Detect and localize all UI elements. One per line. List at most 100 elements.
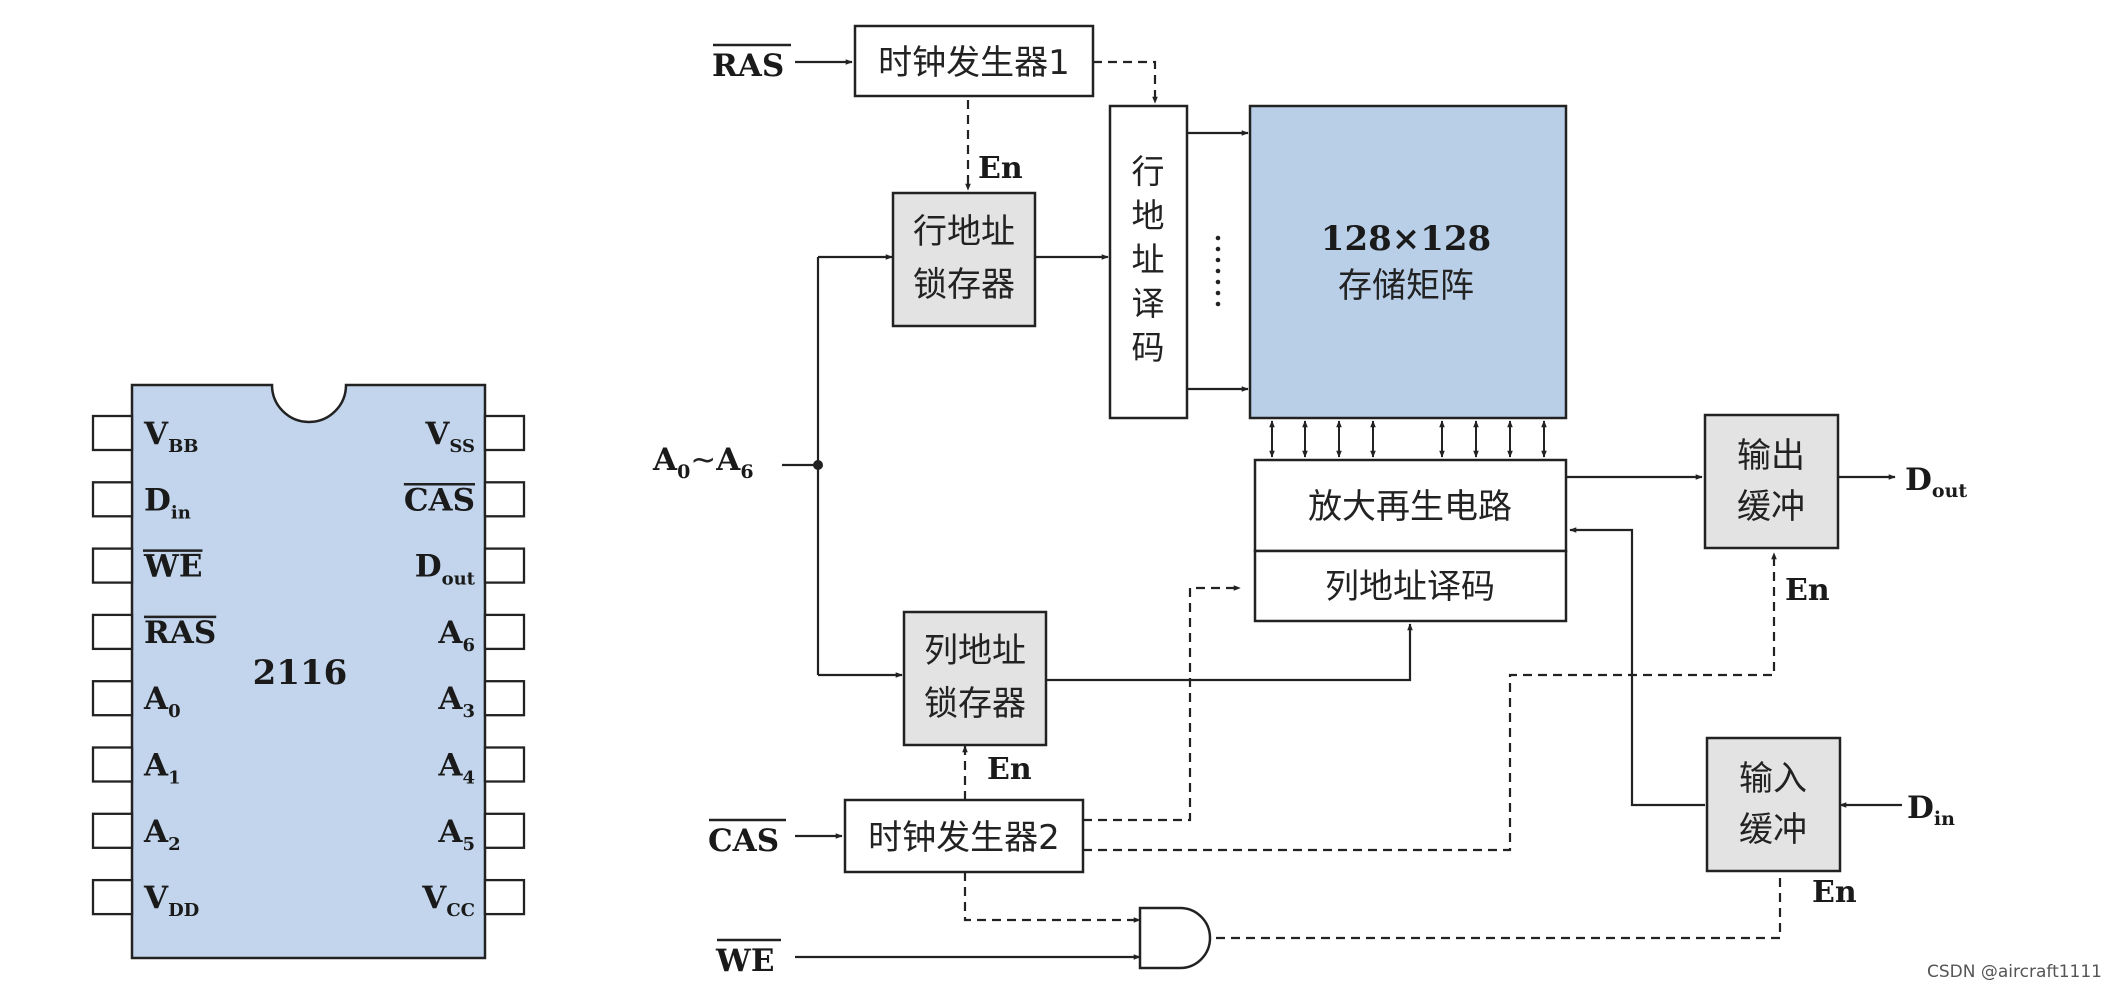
chip-pin-main: A xyxy=(143,748,169,784)
chip-pin-sub: 0 xyxy=(168,701,181,722)
chip-pin-main: D xyxy=(144,482,171,518)
chip-pin-right-6: A4 xyxy=(437,746,526,789)
inbuf-to-sense xyxy=(1569,527,1705,807)
label-we: WE xyxy=(715,938,781,979)
row-decoder-char-3: 址 xyxy=(1132,240,1165,279)
out-buffer-line1: 输出 xyxy=(1737,436,1805,476)
clk2-to-and xyxy=(963,872,1141,923)
chip-pin-left-8: VDD xyxy=(91,878,199,921)
chip-pin-right-1: VSS xyxy=(424,414,526,457)
chip-name: 2116 xyxy=(253,653,348,693)
chip-pin-sub: SS xyxy=(449,436,475,457)
block-sense-amp: 放大再生电路 xyxy=(1253,458,1568,553)
matrix-label: 存储矩阵 xyxy=(1338,266,1474,306)
chip-body xyxy=(130,383,487,960)
chip-pin-right-2: CAS xyxy=(403,481,526,518)
chip-pin-main: A xyxy=(143,681,169,717)
chip-pin-main: RAS xyxy=(144,615,216,651)
chip-pin-right-7-lead xyxy=(483,812,526,849)
chip-pin-main: V xyxy=(421,880,447,916)
col-decoder-label: 列地址译码 xyxy=(1325,567,1495,607)
sense-amp-label: 放大再生电路 xyxy=(1308,487,1512,527)
chip-pin-left-6-label: A1 xyxy=(143,748,181,789)
we-text: WE xyxy=(715,943,774,979)
row-decoder-char-2: 地 xyxy=(1132,196,1165,235)
chip-pin-sub: 4 xyxy=(462,768,475,789)
matrix-size: 128×128 xyxy=(1321,219,1491,259)
row-dots xyxy=(1215,235,1221,307)
cas-text: CAS xyxy=(708,823,779,859)
chip-pin-main: V xyxy=(143,880,169,916)
chip-pin-sub: in xyxy=(171,502,191,523)
chip-pin-right-7-label: A5 xyxy=(437,814,475,855)
col-latch-line1: 列地址 xyxy=(924,631,1026,671)
chip-pin-sub: BB xyxy=(168,436,198,457)
chip-pin-main: A xyxy=(437,681,463,717)
col-latch-line2: 锁存器 xyxy=(924,684,1026,724)
en-col-latch: En xyxy=(987,752,1032,787)
block-output-buffer: 输出 缓冲 xyxy=(1703,413,1840,550)
row-latch-line1: 行地址 xyxy=(913,212,1015,252)
in-buffer-line1: 输入 xyxy=(1739,759,1807,799)
chip-pin-right-4-lead xyxy=(483,613,526,651)
chip-pin-right-1-label: VSS xyxy=(424,416,475,457)
chip-pin-left-4: RAS xyxy=(91,613,217,651)
chip-pin-left-4-label: RAS xyxy=(144,615,216,651)
row-decoder-char-4: 译 xyxy=(1132,284,1165,323)
block-clock-gen-1: 时钟发生器1 xyxy=(853,24,1095,98)
chip-pin-left-1-label: VBB xyxy=(143,416,199,457)
chip-pin-left-3-label: WE xyxy=(143,549,202,585)
chip-pin-sub: 6 xyxy=(462,635,475,656)
chip-pin-right-7: A5 xyxy=(437,812,526,855)
dout-label: Dout xyxy=(1905,462,1967,502)
block-col-latch: 列地址 锁存器 xyxy=(902,610,1048,747)
chip-pin-sub: 3 xyxy=(462,701,475,722)
chip-pin-main: D xyxy=(415,549,442,585)
row-decoder-char-1: 行 xyxy=(1132,152,1165,191)
chip-pin-right-8: VCC xyxy=(421,878,526,921)
chip-pin-left-6-lead xyxy=(91,746,134,783)
row-latch-line2: 锁存器 xyxy=(913,265,1015,305)
en-in-buffer: En xyxy=(1812,875,1857,910)
block-clock-gen-2: 时钟发生器2 xyxy=(843,798,1085,874)
chip-pin-right-2-label: CAS xyxy=(404,482,475,518)
chip-pin-left-7: A2 xyxy=(91,812,181,855)
row-decoder-char-5: 码 xyxy=(1132,328,1165,367)
chip-pin-main: A xyxy=(437,814,463,850)
chip-pin-main: WE xyxy=(143,549,202,585)
label-cas: CAS xyxy=(708,818,786,859)
en-out-buffer: En xyxy=(1785,573,1830,608)
chip-pin-sub: CC xyxy=(446,900,475,921)
watermark: CSDN @aircraft1111 xyxy=(1927,962,2102,982)
chip-pin-left-2: Din xyxy=(91,481,191,523)
en-row-latch: En xyxy=(978,151,1023,186)
block-input-buffer: 输入 缓冲 xyxy=(1705,736,1842,873)
addr-junction-dot xyxy=(813,460,823,470)
chip-pin-main: A xyxy=(437,748,463,784)
chip-pin-left-2-lead xyxy=(91,481,134,518)
chip-pin-right-4-label: A6 xyxy=(437,615,475,656)
and-gate xyxy=(1138,906,1212,970)
chip-pin-left-8-lead xyxy=(91,878,134,916)
chip-pin-right-2-lead xyxy=(483,481,526,518)
address-label: A0~A6 xyxy=(652,442,754,483)
chip-pin-left-5: A0 xyxy=(91,680,181,722)
clk2-to-outbuf xyxy=(1083,552,1777,852)
chip-pin-main: V xyxy=(424,416,450,452)
chip-pin-left-2-label: Din xyxy=(144,482,191,523)
block-col-decoder: 列地址译码 xyxy=(1253,549,1568,623)
chip-pin-left-1-lead xyxy=(91,414,134,452)
chip-pin-right-3: Dout xyxy=(415,547,526,590)
chip-pin-right-6-label: A4 xyxy=(437,748,475,789)
matrix-sense-connections xyxy=(1269,420,1547,458)
chip-pin-sub: out xyxy=(442,569,476,590)
chip-pin-right-8-lead xyxy=(483,878,526,916)
and-to-inbuf xyxy=(1216,874,1782,940)
chip-pin-left-3-lead xyxy=(91,547,134,584)
chip-pin-right-3-label: Dout xyxy=(415,549,476,590)
